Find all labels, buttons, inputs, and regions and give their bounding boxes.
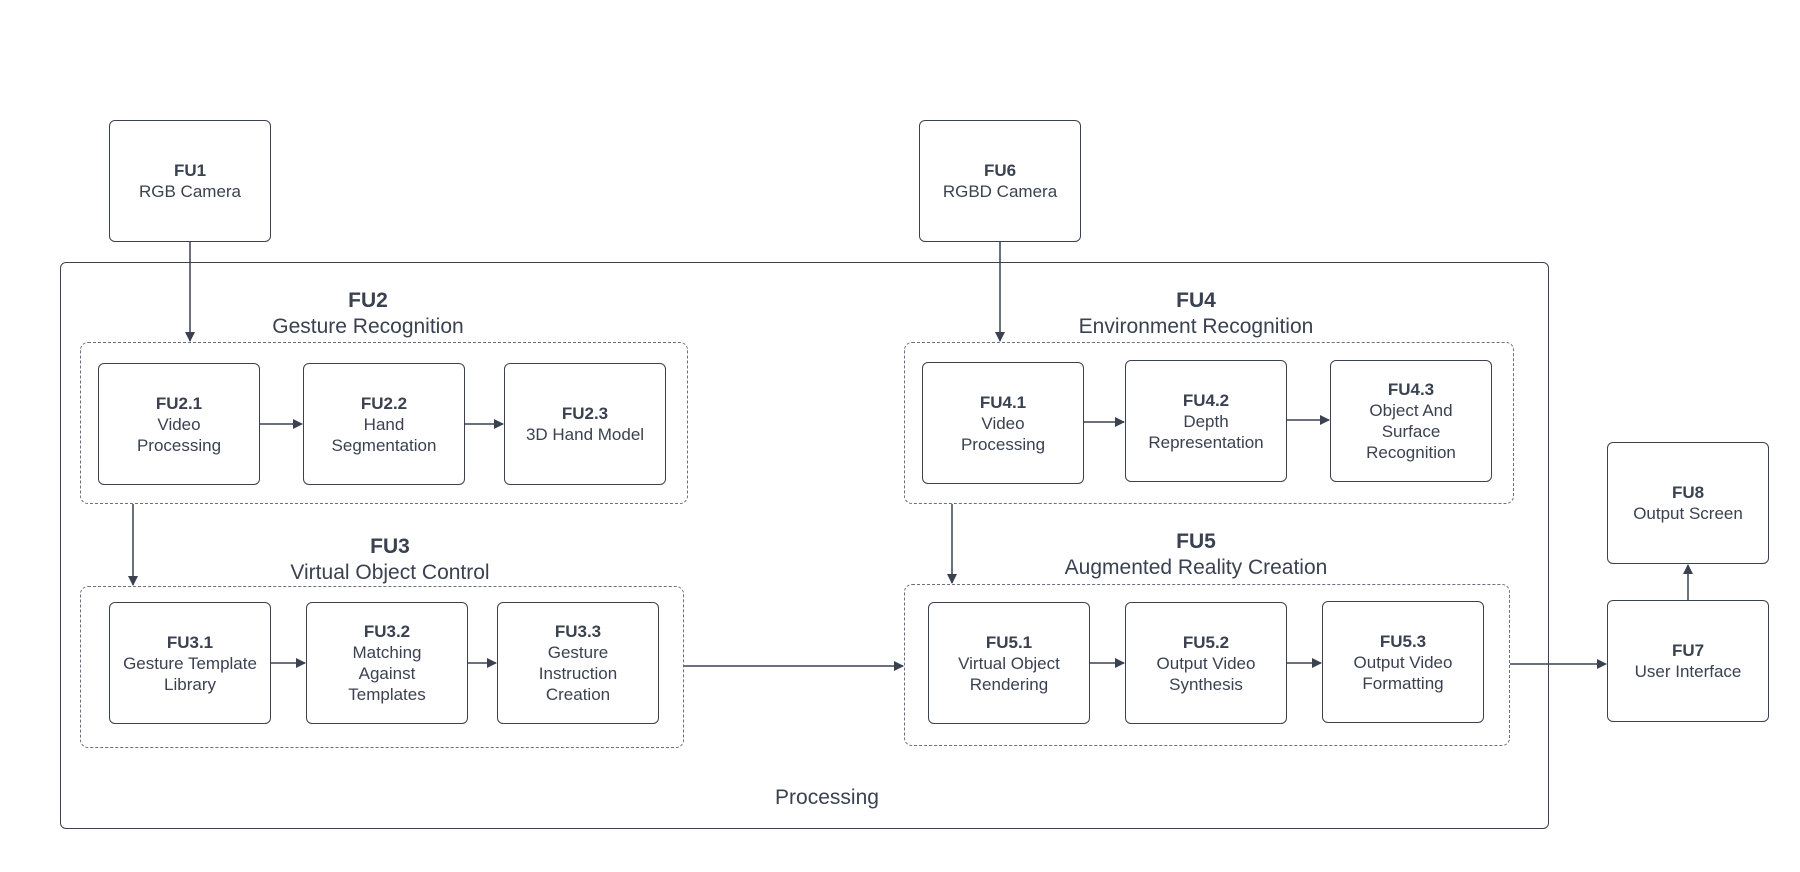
unit-fu1[interactable]: FU1 RGB Camera (109, 120, 271, 242)
group-name: Gesture Recognition (272, 315, 464, 338)
group-name: Augmented Reality Creation (1064, 556, 1328, 579)
unit-fu3-1[interactable]: FU3.1 Gesture Template Library (109, 602, 271, 724)
unit-label: Gesture Instruction Creation (538, 643, 618, 704)
unit-label: RGB Camera (138, 182, 242, 201)
unit-label: Depth Representation (1148, 411, 1264, 452)
unit-label: 3D Hand Model (525, 425, 645, 444)
unit-label: Output Video Synthesis (1156, 653, 1256, 694)
group-id: FU3 (370, 535, 410, 558)
group-id: FU2 (348, 289, 388, 312)
unit-fu2-2[interactable]: FU2.2 Hand Segmentation (303, 363, 465, 485)
unit-fu2-1[interactable]: FU2.1 Video Processing (98, 363, 260, 485)
group-title-fu5: FU5 Augmented Reality Creation (1036, 529, 1356, 581)
unit-id: FU4.1 (979, 392, 1027, 412)
unit-label: Object And Surface Recognition (1366, 401, 1456, 462)
unit-id: FU1 (173, 161, 207, 180)
unit-label: Virtual Object Rendering (958, 653, 1060, 694)
group-fu2 (80, 342, 688, 504)
unit-id: FU3.2 (363, 622, 411, 641)
unit-fu4-3[interactable]: FU4.3 Object And Surface Recognition (1330, 360, 1492, 482)
unit-id: FU4.2 (1182, 390, 1230, 410)
unit-fu2-3[interactable]: FU2.3 3D Hand Model (504, 363, 666, 485)
unit-id: FU6 (983, 161, 1017, 180)
unit-id: FU3.3 (554, 622, 602, 641)
unit-label: Output Video Formatting (1353, 652, 1453, 693)
unit-fu5-2[interactable]: FU5.2 Output Video Synthesis (1125, 602, 1287, 724)
unit-label: User Interface (1634, 662, 1742, 681)
unit-fu8[interactable]: FU8 Output Screen (1607, 442, 1769, 564)
unit-label: RGBD Camera (942, 182, 1058, 201)
unit-id: FU5.2 (1182, 632, 1230, 652)
unit-label: Video Processing (136, 414, 222, 455)
processing-label: Processing (775, 786, 879, 809)
unit-id: FU7 (1671, 641, 1705, 660)
group-title-fu4: FU4 Environment Recognition (1046, 288, 1346, 340)
unit-label: Hand Segmentation (331, 414, 437, 455)
group-fu3 (80, 586, 684, 748)
unit-label: Matching Against Templates (348, 643, 426, 704)
unit-id: FU8 (1671, 483, 1705, 502)
unit-id: FU4.3 (1387, 380, 1435, 399)
unit-id: FU5.3 (1379, 631, 1427, 651)
unit-fu6[interactable]: FU6 RGBD Camera (919, 120, 1081, 242)
unit-id: FU5.1 (985, 632, 1033, 652)
group-name: Virtual Object Control (290, 561, 490, 584)
group-id: FU4 (1176, 289, 1216, 312)
unit-fu7[interactable]: FU7 User Interface (1607, 600, 1769, 722)
unit-label: Video Processing (960, 413, 1046, 454)
unit-fu5-1[interactable]: FU5.1 Virtual Object Rendering (928, 602, 1090, 724)
group-name: Environment Recognition (1078, 315, 1314, 338)
unit-fu3-2[interactable]: FU3.2 Matching Against Templates (306, 602, 468, 724)
unit-fu3-3[interactable]: FU3.3 Gesture Instruction Creation (497, 602, 659, 724)
group-title-fu2: FU2 Gesture Recognition (218, 288, 518, 340)
unit-id: FU2.2 (360, 393, 408, 413)
unit-fu4-2[interactable]: FU4.2 Depth Representation (1125, 360, 1287, 482)
unit-id: FU2.3 (561, 404, 609, 423)
unit-id: FU3.1 (166, 632, 214, 652)
unit-fu5-3[interactable]: FU5.3 Output Video Formatting (1322, 601, 1484, 723)
group-fu5 (904, 584, 1510, 746)
group-id: FU5 (1176, 530, 1216, 553)
group-title-fu3: FU3 Virtual Object Control (240, 534, 540, 586)
unit-fu4-1[interactable]: FU4.1 Video Processing (922, 362, 1084, 484)
group-fu4 (904, 342, 1514, 504)
processing-container (60, 262, 1549, 829)
unit-label: Output Screen (1633, 504, 1743, 523)
unit-id: FU2.1 (155, 393, 203, 413)
unit-label: Gesture Template Library (123, 653, 257, 694)
